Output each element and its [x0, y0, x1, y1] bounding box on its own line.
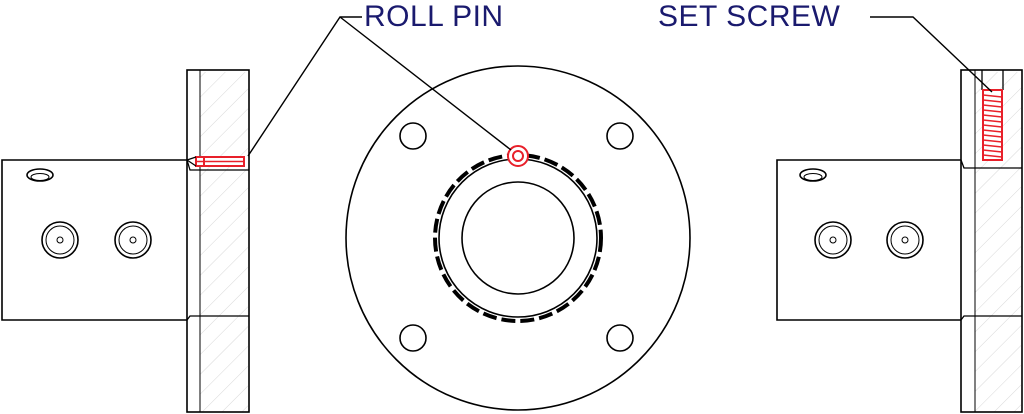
flange-outer-circle	[345, 65, 691, 411]
left-hub-body	[1, 159, 187, 321]
right-set-screw	[982, 89, 1003, 161]
set-screw-thread	[982, 99, 1003, 103]
set-screw-thread	[982, 104, 1003, 108]
left-top-hole	[26, 168, 54, 182]
set-screw-label: SET SCREW	[658, 0, 841, 33]
set-screw-thread	[982, 94, 1003, 98]
mounting-hole-bottom-left	[399, 324, 427, 352]
right-side-view	[776, 69, 1023, 413]
set-screw-thread	[982, 129, 1003, 133]
hub-hidden-outline	[433, 153, 603, 323]
mounting-hole-top-right	[606, 122, 634, 150]
left-bolt-hole-1	[41, 221, 79, 259]
roll-pin-leader	[247, 16, 512, 157]
roll-pin-label: ROLL PIN	[364, 0, 504, 33]
set-screw-thread	[982, 119, 1003, 123]
center-front-view	[345, 65, 691, 411]
front-roll-pin	[507, 145, 529, 167]
right-top-hole	[799, 168, 827, 182]
set-screw-thread	[982, 109, 1003, 113]
set-screw-thread	[982, 149, 1003, 153]
left-side-view	[1, 69, 250, 413]
right-bolt-hole-2	[886, 221, 924, 259]
set-screw-thread	[982, 154, 1003, 158]
set-screw-thread	[982, 139, 1003, 143]
left-bolt-hole-2	[114, 221, 152, 259]
set-screw-thread	[982, 134, 1003, 138]
mounting-hole-top-left	[399, 122, 427, 150]
right-bolt-hole-1	[814, 221, 852, 259]
shaft-bore	[461, 181, 575, 295]
set-screw-thread	[982, 144, 1003, 148]
left-flange	[186, 69, 250, 413]
set-screw-leader	[870, 16, 993, 93]
set-screw-thread	[982, 114, 1003, 118]
right-hub-body	[776, 159, 961, 321]
left-roll-pin	[195, 156, 245, 167]
mounting-hole-bottom-right	[606, 324, 634, 352]
right-flange	[960, 69, 1023, 413]
set-screw-thread	[982, 124, 1003, 128]
